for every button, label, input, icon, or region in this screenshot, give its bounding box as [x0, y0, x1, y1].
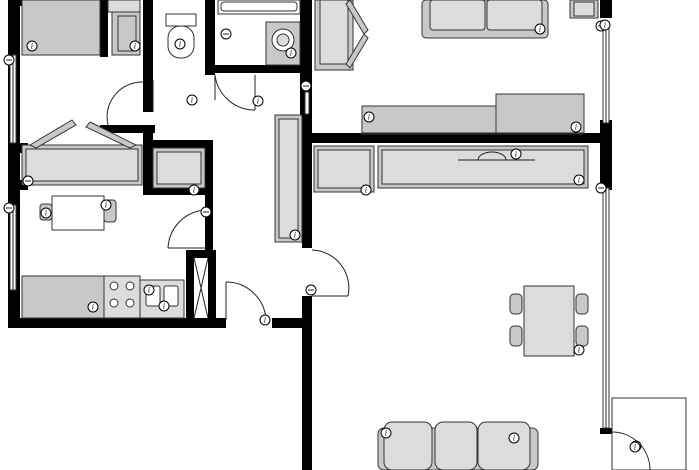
info-glyph: i — [290, 50, 292, 58]
dimension-nodes — [3, 20, 642, 452]
info-glyph: i — [539, 26, 541, 34]
info-icon[interactable]: i — [573, 174, 585, 186]
doors — [106, 74, 651, 470]
info-glyph: i — [515, 151, 517, 159]
info-glyph: i — [134, 43, 136, 51]
info-glyph: i — [257, 98, 259, 106]
info-icon[interactable]: i — [573, 344, 585, 356]
info-icon[interactable]: i — [534, 23, 546, 35]
info-icon[interactable]: i — [599, 19, 611, 31]
info-icon[interactable]: i — [143, 284, 155, 296]
toilet-tank — [165, 13, 197, 27]
info-glyph: i — [385, 430, 387, 438]
info-icon[interactable]: i — [188, 184, 200, 196]
info-glyph: i — [264, 317, 266, 325]
info-glyph: i — [294, 232, 296, 240]
wardrobe — [21, 119, 143, 186]
info-glyph: i — [193, 187, 195, 195]
kitchen-counter-right — [313, 145, 589, 193]
info-icon[interactable]: i — [289, 229, 301, 241]
hall-closet — [314, 0, 369, 71]
info-icon[interactable]: i — [158, 300, 170, 312]
bathroom — [165, 0, 301, 66]
info-icon[interactable]: i — [129, 40, 141, 52]
sideboard — [361, 105, 497, 135]
info-icon[interactable]: i — [570, 121, 582, 133]
info-icon[interactable]: i — [174, 38, 186, 50]
info-icon[interactable]: i — [40, 207, 52, 219]
stove — [103, 275, 141, 319]
info-icon[interactable]: i — [510, 148, 522, 160]
dining-table — [523, 285, 575, 357]
info-icon[interactable]: i — [363, 111, 375, 123]
info-glyph: i — [368, 114, 370, 122]
info-glyph: i — [163, 303, 165, 311]
info-icon[interactable]: i — [259, 314, 271, 326]
info-glyph: i — [578, 177, 580, 185]
info-glyph: i — [604, 22, 606, 30]
info-glyph: i — [45, 210, 47, 218]
info-icon[interactable]: i — [380, 427, 392, 439]
hall-cabinet — [274, 114, 303, 243]
info-glyph: i — [105, 202, 107, 210]
info-glyph: i — [179, 41, 181, 49]
info-icon[interactable]: i — [186, 94, 198, 106]
info-icon[interactable]: i — [87, 301, 99, 313]
info-icon[interactable]: i — [360, 184, 372, 196]
info-icon[interactable]: i — [285, 47, 297, 59]
tv-cabinet — [495, 93, 585, 135]
info-glyph: i — [634, 444, 636, 452]
info-glyph: i — [148, 287, 150, 295]
bedroom — [21, 0, 141, 56]
info-icon[interactable]: i — [26, 40, 38, 52]
chair — [575, 293, 589, 315]
kitchen-table — [51, 195, 105, 231]
info-glyph: i — [191, 97, 193, 105]
info-glyph: i — [513, 435, 515, 443]
nightstand — [107, 0, 141, 13]
info-glyph: i — [578, 347, 580, 355]
info-glyph: i — [575, 124, 577, 132]
walls — [8, 0, 612, 470]
info-glyph: i — [92, 304, 94, 312]
living-room — [361, 0, 599, 135]
info-icon[interactable]: i — [629, 441, 641, 453]
chair — [509, 325, 523, 347]
info-glyph: i — [31, 43, 33, 51]
info-icon[interactable]: i — [100, 199, 112, 211]
info-markers: i i i i i i i i i i i i i i i i i i i i i i i i i — [26, 19, 641, 453]
chair — [575, 325, 589, 347]
sofa-bottom — [377, 421, 539, 470]
info-icon[interactable]: i — [252, 95, 264, 107]
dining-area — [509, 285, 589, 357]
info-glyph: i — [365, 187, 367, 195]
utility-cabinet — [152, 147, 206, 189]
info-icon[interactable]: i — [508, 432, 520, 444]
chair — [509, 293, 523, 315]
